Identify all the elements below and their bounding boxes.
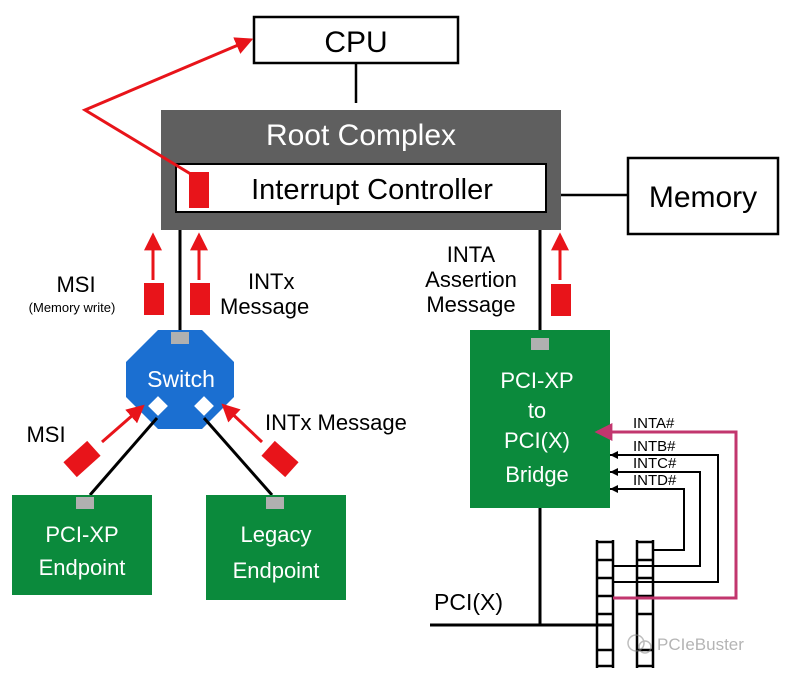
- pcixp-endpoint: PCI-XP Endpoint: [12, 495, 152, 595]
- pcixp-endpoint-line1: PCI-XP: [45, 522, 118, 547]
- bridge-node: PCI-XP to PCI(X) Bridge: [470, 330, 610, 508]
- msi-lower-label: MSI: [26, 422, 65, 447]
- legacy-endpoint-line1: Legacy: [241, 522, 312, 547]
- bridge-line2: to: [528, 398, 546, 423]
- root-complex: Root Complex Interrupt Controller: [161, 110, 561, 230]
- int-label-d: INTD#: [633, 472, 677, 489]
- msi-packet-top: [144, 283, 164, 315]
- switch-legacy-link: [202, 417, 274, 496]
- intx-top-line1: INTx: [248, 269, 294, 294]
- pcixp-endpoint-line2: Endpoint: [39, 555, 126, 580]
- ic-msi-packet: [189, 172, 209, 208]
- interrupt-controller-label: Interrupt Controller: [251, 174, 493, 206]
- bridge-line3: PCI(X): [504, 428, 570, 453]
- cpu-interrupt-arrow: [81, 37, 254, 178]
- legacy-endpoint: Legacy Endpoint: [206, 495, 346, 600]
- legacy-endpoint-line2: Endpoint: [233, 558, 320, 583]
- switch-node: Switch: [126, 330, 234, 429]
- pci-slots: [595, 540, 655, 668]
- intx-packet-lower: [261, 440, 299, 478]
- intx-top-line2: Message: [220, 294, 309, 319]
- switch-label: Switch: [147, 366, 215, 392]
- intx-lower-label: INTx Message: [265, 410, 407, 435]
- inta-assert-line2: Assertion: [425, 267, 517, 292]
- intx-wires: [597, 430, 738, 600]
- memory-label: Memory: [649, 181, 757, 214]
- msi-packet-lower: [63, 440, 101, 478]
- root-complex-label: Root Complex: [266, 119, 456, 152]
- msi-top-label: MSI: [56, 272, 95, 297]
- watermark-label: PCIeBuster: [657, 635, 744, 654]
- intx-packet-top: [190, 283, 210, 315]
- inta-assert-line3: Message: [426, 292, 515, 317]
- memory-box: Memory: [626, 156, 780, 236]
- switch-pcixp-link: [88, 417, 159, 496]
- int-label-b: INTB#: [633, 438, 676, 455]
- int-label-c: INTC#: [633, 455, 677, 472]
- intx-lower-arrow: [221, 403, 264, 444]
- pcix-bus-label: PCI(X): [434, 589, 503, 615]
- intc-arrowhead: [610, 468, 618, 476]
- watermark: PCIeBuster: [627, 634, 744, 654]
- inta-packet: [551, 284, 571, 316]
- bridge-line1: PCI-XP: [500, 368, 573, 393]
- intd-arrowhead: [610, 485, 618, 493]
- wechat-icon: [627, 634, 645, 652]
- cpu-box: CPU: [252, 15, 460, 65]
- intb-arrowhead: [610, 451, 618, 459]
- msi-top-sub: (Memory write): [29, 300, 116, 315]
- msi-lower-arrow: [101, 404, 145, 444]
- cpu-label: CPU: [324, 26, 387, 59]
- int-label-a: INTA#: [633, 415, 675, 432]
- bridge-line4: Bridge: [505, 462, 569, 487]
- inta-assert-line1: INTA: [447, 242, 496, 267]
